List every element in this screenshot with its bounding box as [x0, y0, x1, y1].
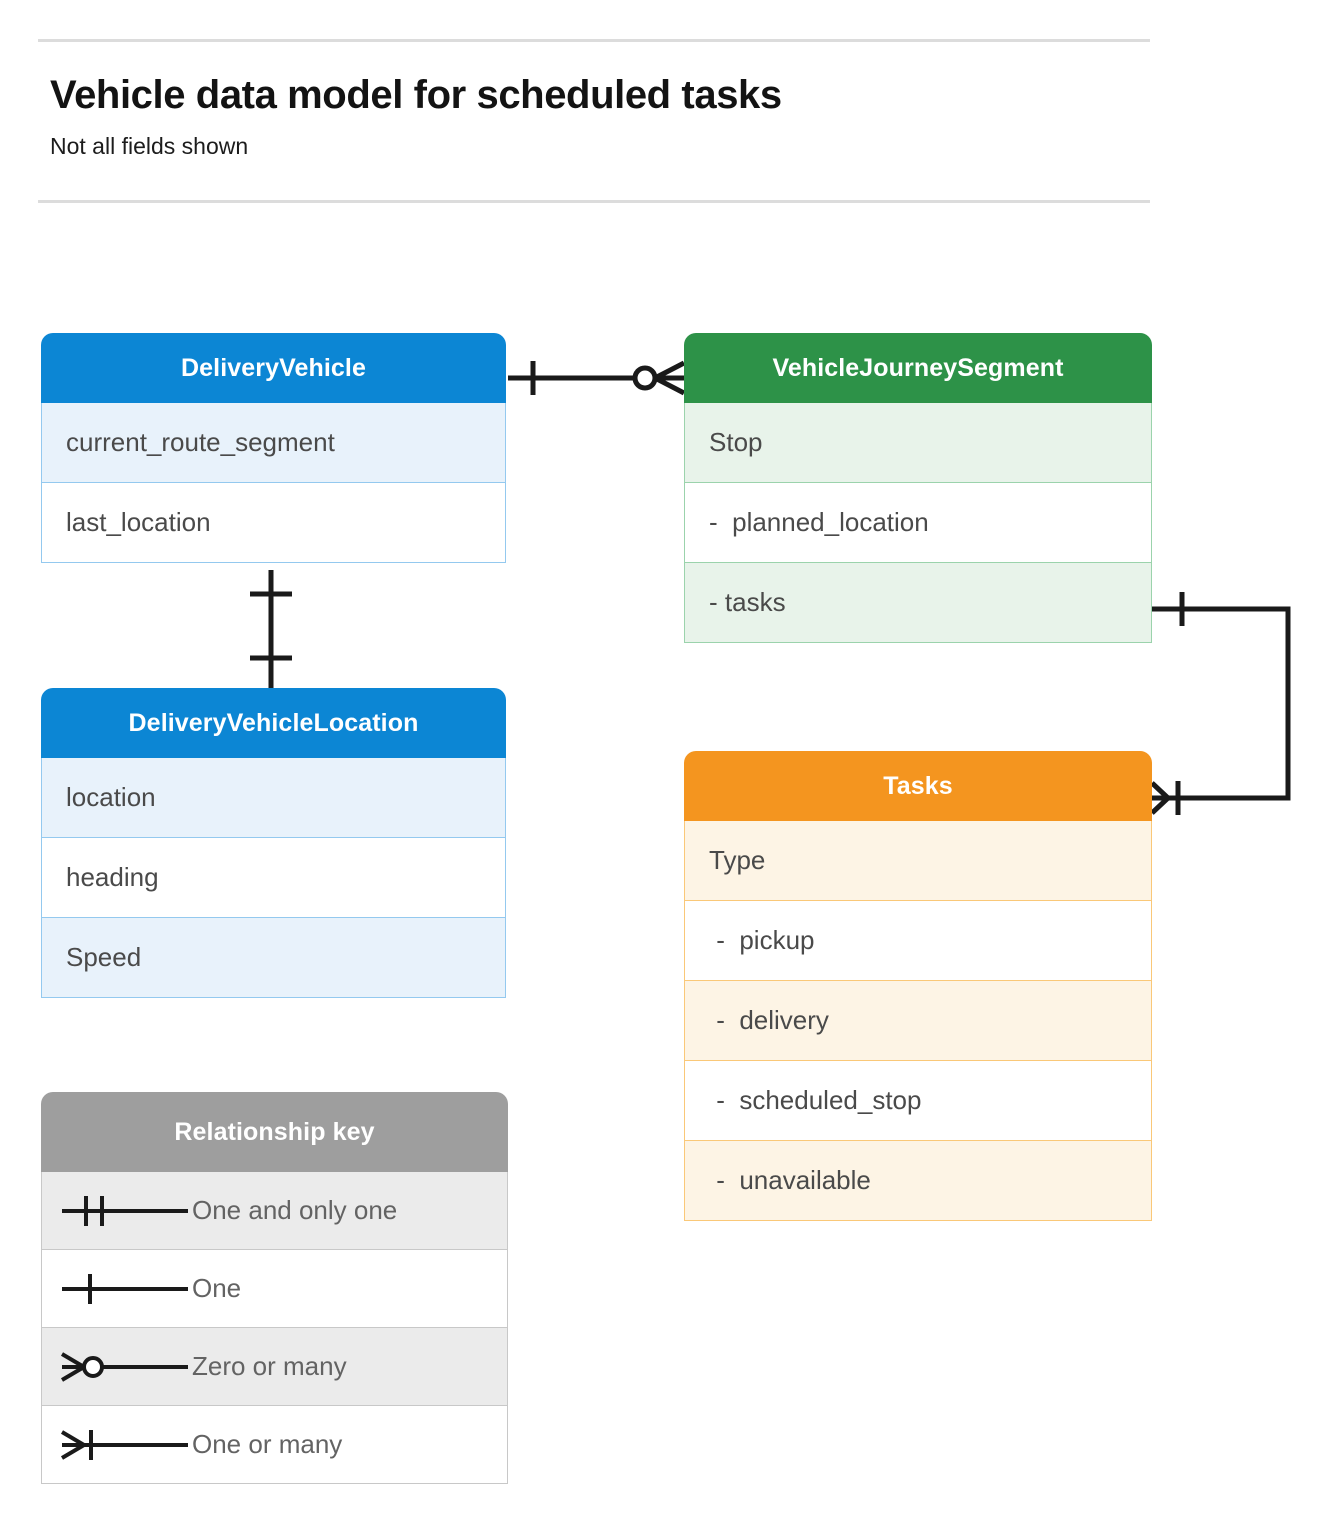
crowsfoot-tasks-lower [1150, 796, 1170, 815]
legend-title: Relationship key [41, 1092, 508, 1172]
entity-vehicle-journey-segment[interactable]: VehicleJourneySegment Stop - planned_loc… [684, 333, 1152, 643]
legend-label: Zero or many [192, 1351, 347, 1381]
entity-field-row: - unavailable [684, 1141, 1152, 1221]
entity-title: DeliveryVehicle [41, 333, 506, 403]
legend-label: One or many [192, 1429, 343, 1459]
entity-field-row: - delivery [684, 981, 1152, 1061]
entity-field-row: heading [41, 838, 506, 918]
one-and-only-one-icon [42, 1172, 192, 1249]
page-title: Vehicle data model for scheduled tasks [50, 73, 782, 117]
entity-title: Tasks [684, 751, 1152, 821]
zero-or-many-icon [42, 1328, 192, 1405]
legend-item-zero-or-many: Zero or many [41, 1328, 508, 1406]
one-or-many-icon [42, 1406, 192, 1483]
crowsfoot-upper [653, 360, 686, 381]
page-subtitle: Not all fields shown [50, 133, 249, 159]
entity-field-row: Type [684, 821, 1152, 901]
crowsfoot-lower [653, 375, 686, 396]
entity-delivery-vehicle[interactable]: DeliveryVehicle current_route_segment la… [41, 333, 506, 563]
cardinality-zero-circle [632, 365, 658, 391]
legend-item-one: One [41, 1250, 508, 1328]
entity-field-row: current_route_segment [41, 403, 506, 483]
crowsfoot-tasks-upper [1150, 781, 1170, 800]
top-divider [38, 39, 1150, 42]
entity-field-row: - scheduled_stop [684, 1061, 1152, 1141]
bottom-divider [38, 200, 1150, 203]
entity-field-row: location [41, 758, 506, 838]
entity-field-row: Stop [684, 403, 1152, 483]
relationship-key-legend[interactable]: Relationship key One and only one One [41, 1092, 508, 1484]
legend-label: One [192, 1273, 242, 1303]
entity-title: VehicleJourneySegment [684, 333, 1152, 403]
entity-field-row: last_location [41, 483, 506, 563]
entity-field-row: - pickup [684, 901, 1152, 981]
entity-field-row: - planned_location [684, 483, 1152, 563]
entity-delivery-vehicle-location[interactable]: DeliveryVehicleLocation location heading… [41, 688, 506, 998]
entity-field-row: Speed [41, 918, 506, 998]
one-icon [42, 1250, 192, 1327]
legend-label: One and only one [192, 1195, 398, 1225]
legend-item-one-and-only-one: One and only one [41, 1172, 508, 1250]
connector-tasks-route [1152, 606, 1291, 801]
entity-tasks[interactable]: Tasks Type - pickup - delivery - schedul… [684, 751, 1152, 1221]
legend-item-one-or-many: One or many [41, 1406, 508, 1484]
entity-field-row: - tasks [684, 563, 1152, 643]
entity-title: DeliveryVehicleLocation [41, 688, 506, 758]
